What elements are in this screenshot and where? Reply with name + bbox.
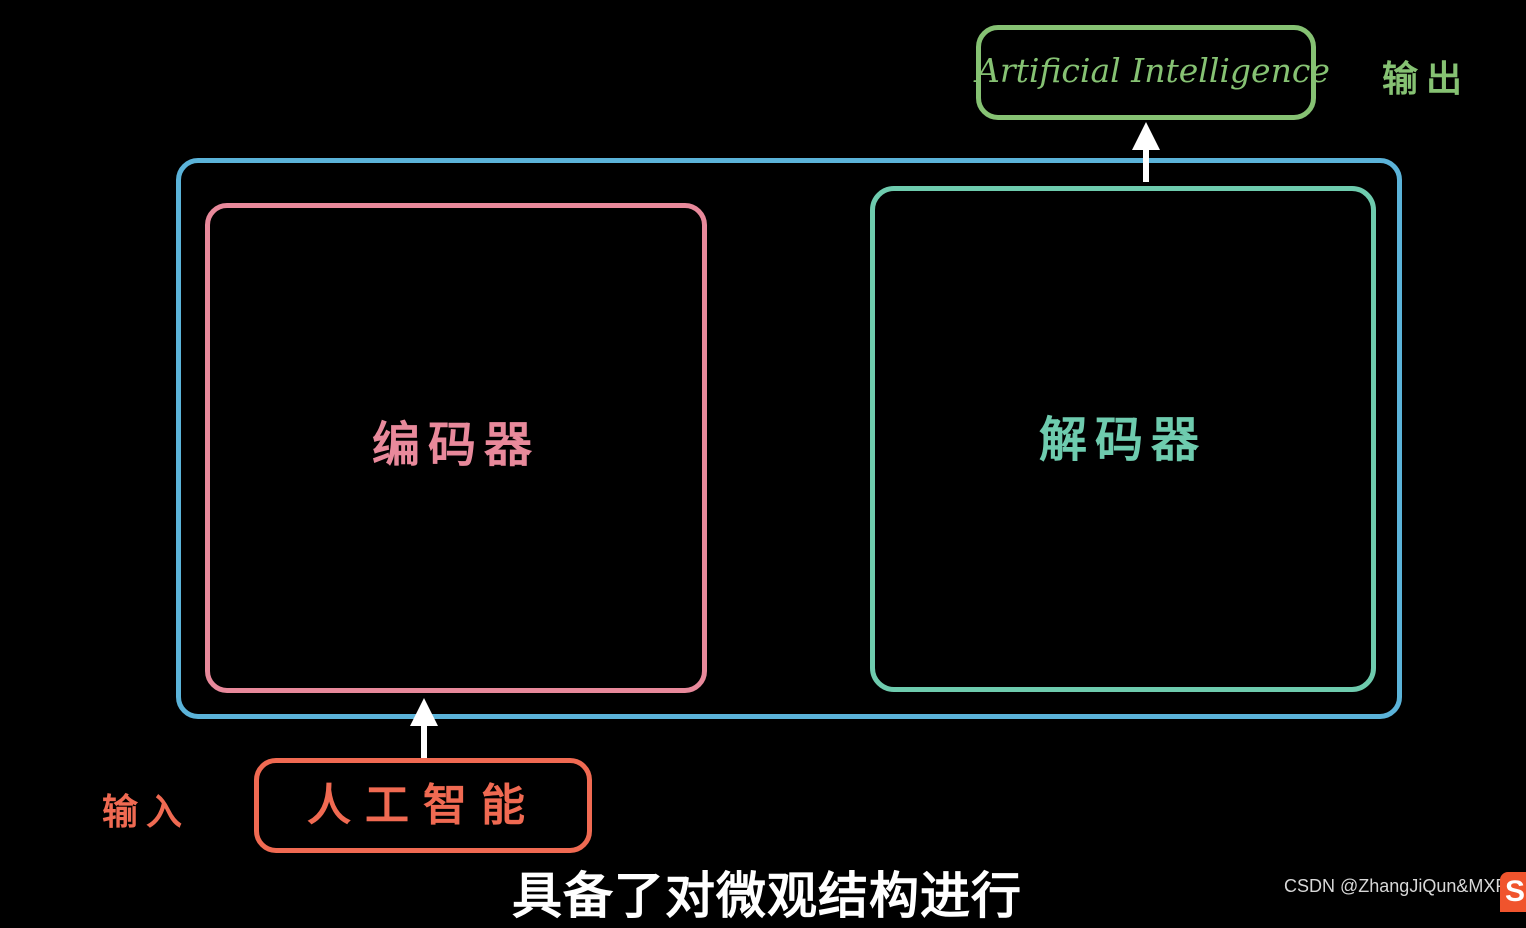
output-text: Artificial Intelligence — [976, 51, 1330, 90]
csdn-watermark: CSDN @ZhangJiQun&MXP — [1284, 876, 1508, 896]
diagram-canvas: 编码器 解码器 Artificial Intelligence 输出 人工智能 … — [102, 25, 1526, 925]
decoder-box — [870, 186, 1376, 692]
csdn-logo-icon: S — [1500, 872, 1526, 912]
model-container-box — [176, 158, 1402, 719]
decoder-to-output-arrow — [1132, 122, 1160, 182]
video-subtitle: 具备了对微观结构进行 — [512, 867, 1022, 925]
input-side-label: 输入 — [102, 792, 191, 833]
encoder-box — [205, 203, 707, 693]
decoder-label: 解码器 — [1038, 412, 1207, 468]
input-text: 人工智能 — [307, 780, 539, 831]
input-box — [254, 758, 592, 853]
encoder-label: 编码器 — [371, 417, 540, 473]
output-box — [976, 25, 1316, 120]
output-side-label: 输出 — [1382, 59, 1471, 100]
input-to-encoder-arrow — [410, 698, 438, 758]
